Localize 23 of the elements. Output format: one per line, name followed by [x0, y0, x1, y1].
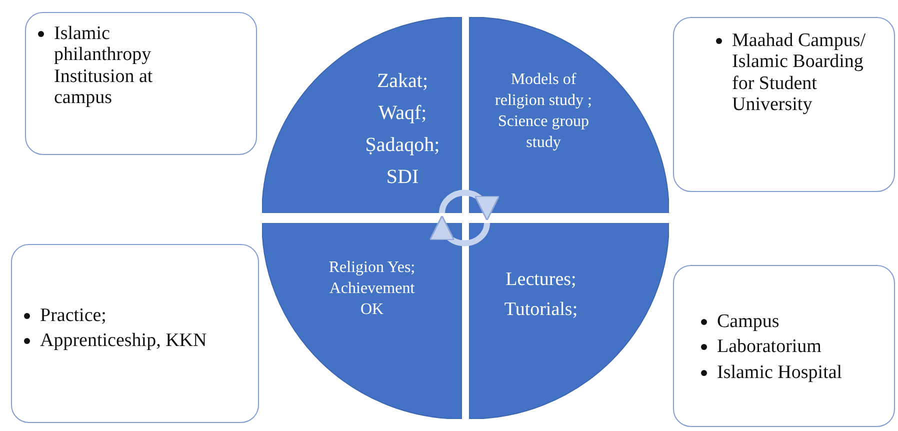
list-item-text: Laboratorium — [717, 336, 822, 358]
quadrant-text: Lectures; — [504, 268, 578, 292]
quadrant-text: SDI — [385, 165, 420, 190]
list-item-text: Apprenticeship, KKN — [40, 330, 207, 352]
curved-arrow — [439, 190, 499, 221]
quadrant-text: Zakat; — [376, 69, 430, 94]
list-item-text: Campus — [717, 311, 780, 332]
list-item-text: Practice; — [40, 305, 106, 326]
quadrant-text: Religion Yes; — [328, 258, 416, 278]
quadrant-text: Science group study — [496, 112, 590, 153]
quadrant-text: Ṣadaqoh; — [364, 133, 441, 158]
quadrant-text: Waqf; — [377, 101, 428, 126]
list-item-text: Maahad Campus/ Islamic Boarding for Student University — [732, 30, 867, 116]
quadrant-text: Achievement OK — [328, 279, 416, 320]
list-item-text: Islamic philanthropy Institusion at campus — [54, 23, 154, 108]
quadrant-text: Models of religion study ; — [494, 70, 593, 111]
curved-arrow — [430, 215, 490, 246]
list-item-text: Islamic Hospital — [717, 362, 842, 383]
text-box — [25, 12, 257, 155]
text-box — [11, 244, 259, 423]
text-box — [673, 17, 895, 192]
text-box — [673, 265, 895, 427]
quadrant-text: Tutorials; — [503, 298, 579, 322]
